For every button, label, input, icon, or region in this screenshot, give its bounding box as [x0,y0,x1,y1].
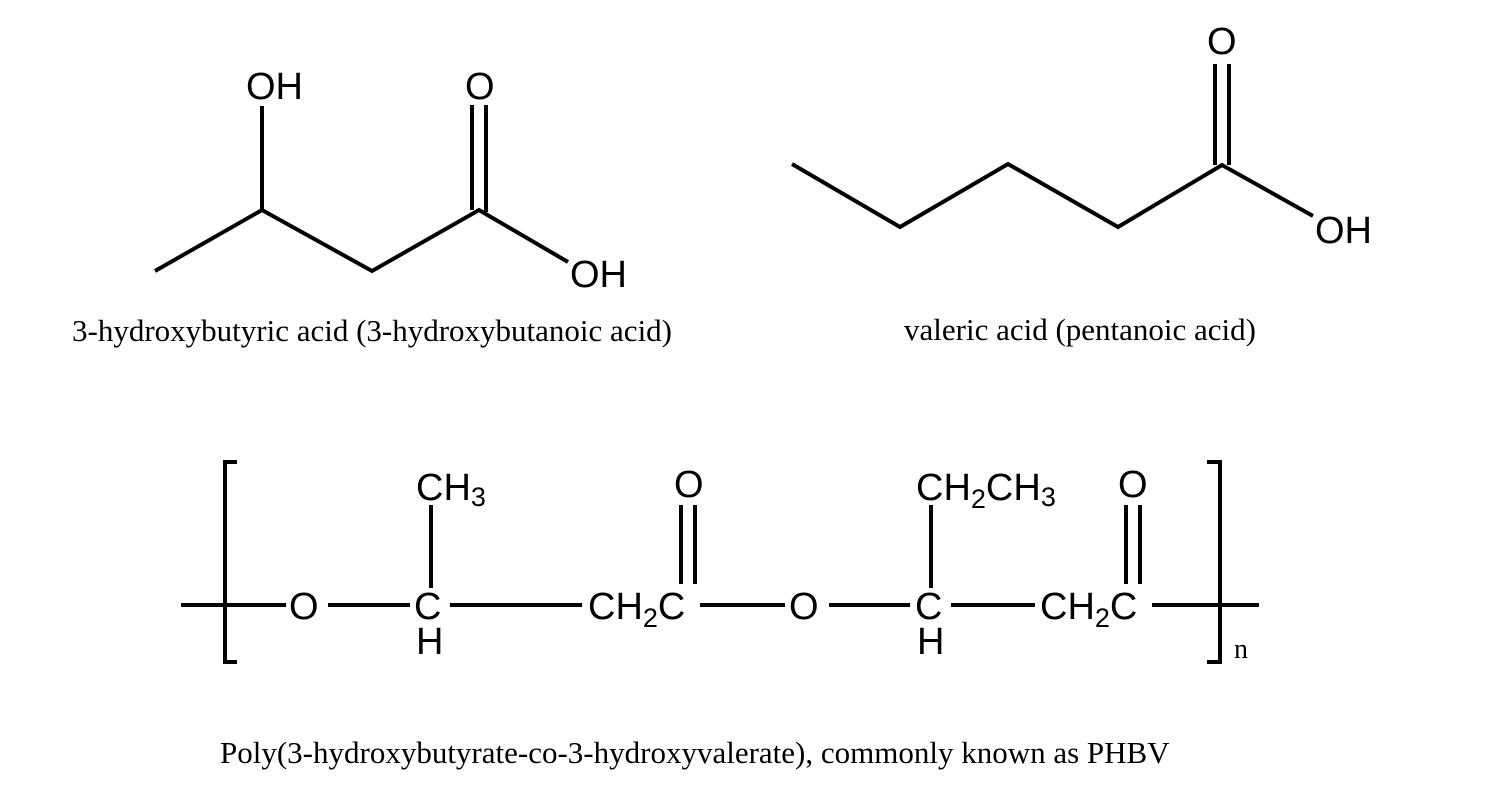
valeric-acid-structure: O OH valeric acid (pentanoic acid) [790,21,1372,347]
phbv-c2-label: C [915,586,942,628]
hb-caption: 3-hydroxybutyric acid (3-hydroxybutanoic… [72,313,672,348]
phbv-o2-label: O [789,586,819,628]
phbv-right-bracket [1207,460,1222,664]
phbv-left-bracket [223,460,237,664]
hb-oh-top-label: OH [246,66,303,108]
hb-skeleton-bonds [154,207,570,274]
hydroxybutyric-acid-structure: OH O OH 3-hydroxybutyric acid (3-hydroxy… [72,66,672,348]
phbv-h1-label: H [416,621,443,663]
phbv-ch2b-label: CH2C [1040,586,1137,633]
va-oh-label: OH [1315,210,1372,252]
phbv-carbonyl1-o-label: O [674,464,704,506]
phbv-structure: O C H CH3 CH2C O O C H CH2CH3 CH2C O n P… [181,460,1259,770]
phbv-ethyl-label: CH2CH3 [916,467,1056,514]
phbv-caption: Poly(3-hydroxybutyrate-co-3-hydroxyvaler… [220,735,1170,770]
phbv-ch3-label: CH3 [416,467,486,512]
hb-oh-right-label: OH [570,254,627,296]
phbv-ch2a-label: CH2C [588,586,685,633]
phbv-h2-label: H [917,621,944,663]
phbv-c1-label: C [414,586,441,628]
hb-carbonyl-o-label: O [465,66,495,108]
phbv-repeat-n-label: n [1234,634,1248,665]
phbv-carbonyl2-o-label: O [1118,464,1148,506]
va-skeleton-bonds [790,161,1314,230]
va-caption: valeric acid (pentanoic acid) [904,312,1256,347]
va-carbonyl-o-label: O [1207,21,1237,63]
phbv-o1-label: O [289,586,319,628]
